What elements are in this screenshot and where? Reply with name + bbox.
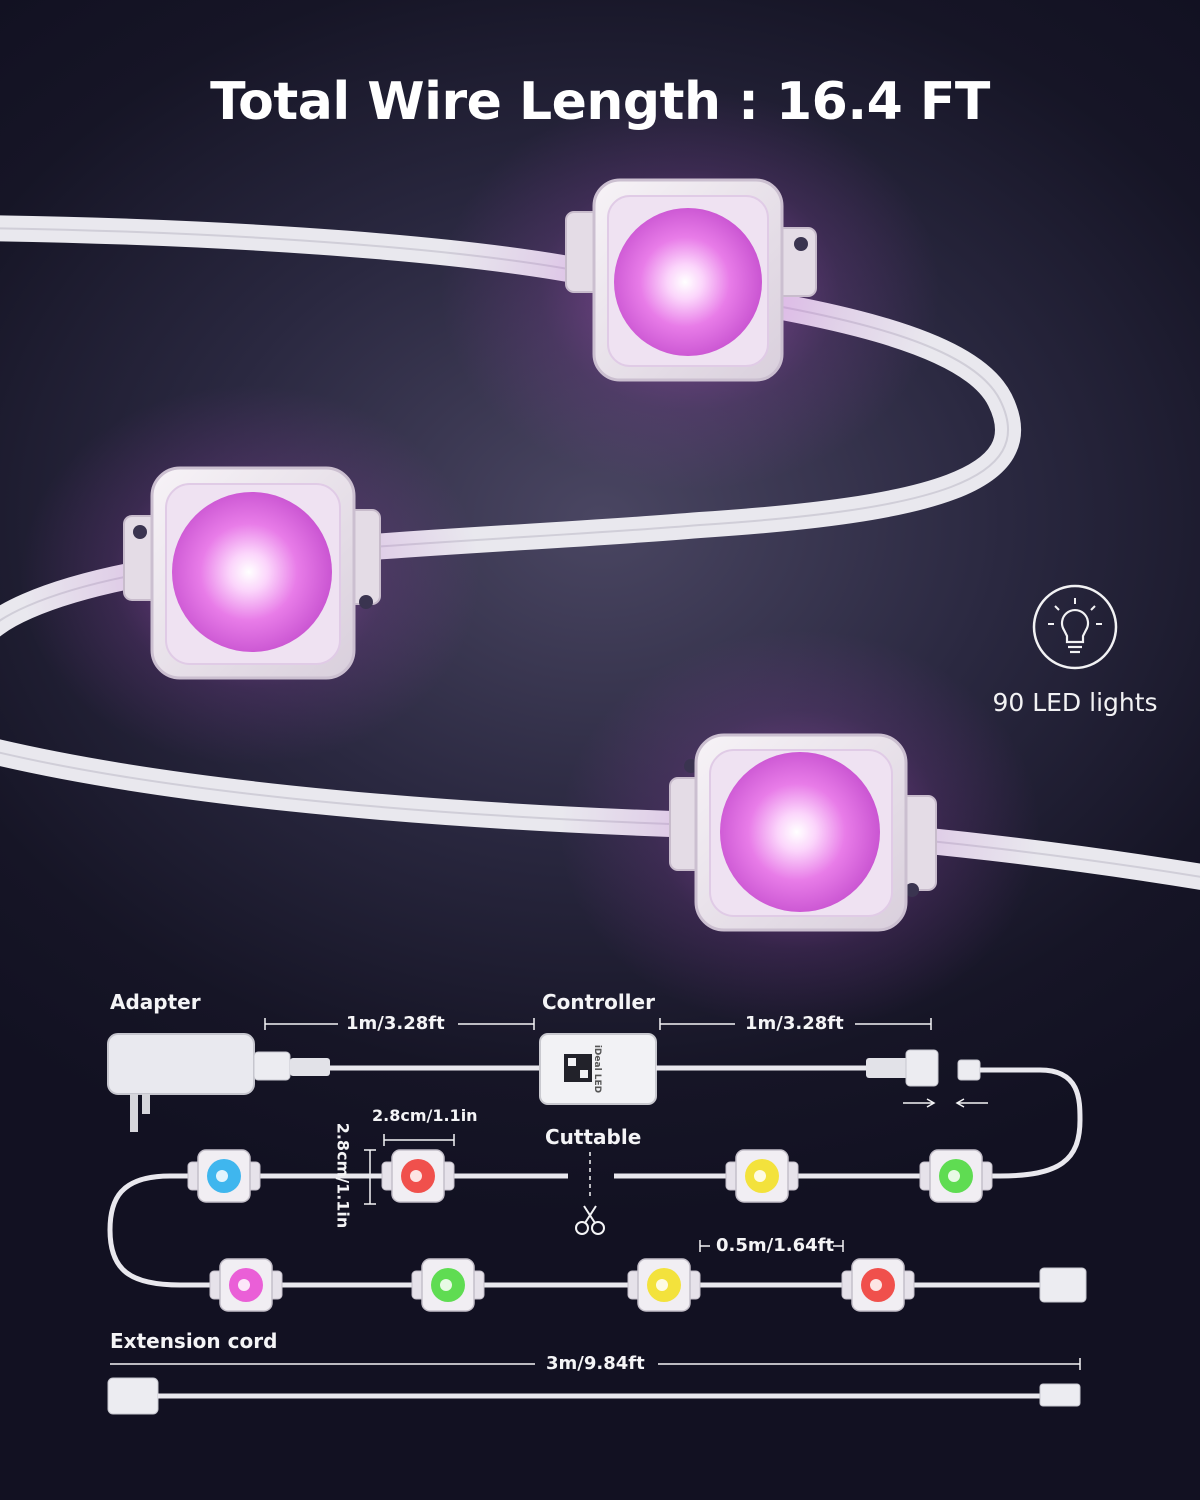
adapter-cable-length: 1m/3.28ft bbox=[346, 1013, 445, 1034]
adapter-label: Adapter bbox=[110, 990, 201, 1014]
small-led-module bbox=[841, 1258, 915, 1312]
small-led-module bbox=[209, 1258, 283, 1312]
small-led-module bbox=[919, 1149, 993, 1203]
controller bbox=[539, 1033, 657, 1105]
controller-cable-length: 1m/3.28ft bbox=[745, 1013, 844, 1034]
led-module-bottom bbox=[669, 733, 937, 932]
page-title: Total Wire Length : 16.4 FT bbox=[210, 72, 990, 132]
led-count-label: 90 LED lights bbox=[992, 688, 1158, 717]
small-led-module bbox=[187, 1149, 261, 1203]
small-led-module bbox=[627, 1258, 701, 1312]
extension-cord-label: Extension cord bbox=[110, 1329, 278, 1353]
led-module-top bbox=[565, 178, 817, 382]
small-led-module bbox=[411, 1258, 485, 1312]
module-width: 2.8cm/1.1in bbox=[372, 1106, 478, 1125]
controller-brand: iDeal LED bbox=[592, 1044, 603, 1094]
cuttable-label: Cuttable bbox=[545, 1125, 642, 1149]
extension-cord-length: 3m/9.84ft bbox=[546, 1353, 645, 1374]
module-height: 2.8cm/1.1in bbox=[333, 1122, 353, 1229]
small-led-module bbox=[381, 1149, 455, 1203]
controller-label: Controller bbox=[542, 990, 655, 1014]
adapter bbox=[107, 1033, 330, 1132]
led-module-left bbox=[123, 466, 381, 680]
light-bulb-icon bbox=[1032, 584, 1118, 670]
scissors-icon bbox=[575, 1205, 605, 1235]
module-spacing: 0.5m/1.64ft bbox=[716, 1235, 835, 1256]
small-led-module bbox=[725, 1149, 799, 1203]
